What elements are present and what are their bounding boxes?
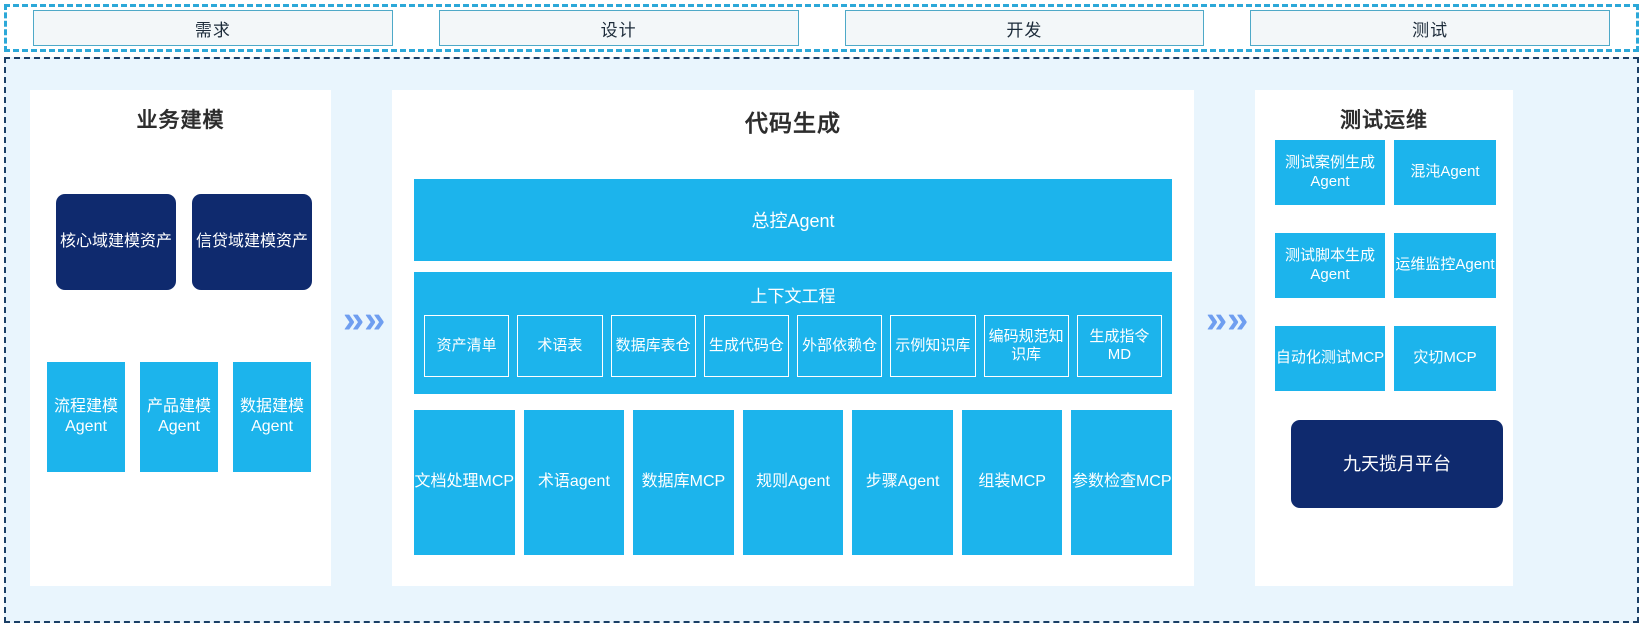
phase-label: 测试 xyxy=(1412,20,1449,40)
context-chip-external-dependency-repo[interactable]: 外部依赖仓 xyxy=(797,315,883,377)
phase-label: 设计 xyxy=(600,20,637,40)
tile-test-case-generation-agent[interactable]: 测试案例生成Agent xyxy=(1275,140,1385,205)
tile-ops-monitoring-agent[interactable]: 运维监控Agent xyxy=(1394,233,1496,298)
chip-label: 编码规范知识库 xyxy=(988,328,1064,363)
tile-label: 自动化测试MCP xyxy=(1275,349,1385,367)
architecture-frame: 业务建模 核心域建模资产 信贷域建模资产 流程建模Agent 产品建模Agent… xyxy=(4,57,1639,623)
tool-box-glossary-agent[interactable]: 术语agent xyxy=(523,410,625,555)
tile-label: 混沌Agent xyxy=(1410,163,1480,181)
bar-label: 总控Agent xyxy=(751,211,835,231)
tile-label: 核心域建模资产 xyxy=(59,233,172,250)
chevron-right-icon-1: »» xyxy=(343,299,386,341)
tile-process-modeling-agent[interactable]: 流程建模Agent xyxy=(47,362,125,472)
tile-label: 测试脚本生成Agent xyxy=(1284,246,1375,283)
context-chip-glossary[interactable]: 术语表 xyxy=(517,315,603,377)
context-chip-example-knowledge-base[interactable]: 示例知识库 xyxy=(890,315,976,377)
bar-master-agent[interactable]: 总控Agent xyxy=(414,179,1172,261)
tile-chaos-agent[interactable]: 混沌Agent xyxy=(1394,140,1496,205)
section-title-context-engineering: 上下文工程 xyxy=(750,287,836,306)
context-chip-asset-list[interactable]: 资产清单 xyxy=(424,315,510,377)
tool-label: 参数检查MCP xyxy=(1071,473,1172,491)
context-chip-generated-code-repo[interactable]: 生成代码仓 xyxy=(703,315,789,377)
context-chip-coding-standard-knowledge-base[interactable]: 编码规范知识库 xyxy=(983,315,1069,377)
tile-automated-test-mcp[interactable]: 自动化测试MCP xyxy=(1275,326,1385,391)
context-chip-generation-instruction-md[interactable]: 生成指令MD xyxy=(1076,315,1162,377)
section-context-engineering: 上下文工程 资产清单 术语表 数据库表仓 生成代码仓 外部依赖仓 xyxy=(414,272,1172,394)
chip-label: 生成指令MD xyxy=(1089,328,1150,363)
panel-title-test-operations: 测试运维 xyxy=(1340,109,1428,132)
tool-label: 规则Agent xyxy=(756,473,830,491)
tool-box-database-mcp[interactable]: 数据库MCP xyxy=(633,410,734,555)
tool-label: 组装MCP xyxy=(978,473,1046,491)
tile-label: 数据建模Agent xyxy=(239,398,304,435)
panel-test-operations: 测试运维 测试案例生成Agent 混沌Agent 测试脚本生成Agent 运维监… xyxy=(1255,90,1513,586)
context-chip-list: 资产清单 术语表 数据库表仓 生成代码仓 外部依赖仓 示例知 xyxy=(424,315,1162,377)
phase-label: 需求 xyxy=(194,20,231,40)
tool-label: 术语agent xyxy=(537,473,610,491)
tile-credit-domain-asset[interactable]: 信贷域建模资产 xyxy=(192,194,312,290)
tile-label: 信贷域建模资产 xyxy=(195,233,308,250)
tile-test-script-generation-agent[interactable]: 测试脚本生成Agent xyxy=(1275,233,1385,298)
tile-label: 运维监控Agent xyxy=(1395,256,1495,274)
tile-data-modeling-agent[interactable]: 数据建模Agent xyxy=(233,362,311,472)
context-chip-db-table-repo[interactable]: 数据库表仓 xyxy=(610,315,696,377)
chip-label: 术语表 xyxy=(537,337,583,354)
tool-box-list: 文档处理MCP 术语agent 数据库MCP 规则Agent 步骤Agent 组… xyxy=(414,410,1173,555)
phase-strip: 需求 设计 开发 测试 xyxy=(4,4,1639,52)
phase-box-development[interactable]: 开发 xyxy=(844,10,1205,46)
tool-box-rule-agent[interactable]: 规则Agent xyxy=(742,410,844,555)
panel-title-business-modeling: 业务建模 xyxy=(136,109,225,132)
phase-box-requirements[interactable]: 需求 xyxy=(33,10,393,46)
tile-core-domain-asset[interactable]: 核心域建模资产 xyxy=(56,194,176,290)
tool-box-document-processing-mcp[interactable]: 文档处理MCP xyxy=(414,410,515,555)
tile-label: 测试案例生成Agent xyxy=(1284,153,1375,190)
tool-box-step-agent[interactable]: 步骤Agent xyxy=(852,410,953,555)
chip-label: 外部依赖仓 xyxy=(802,337,878,354)
tool-label: 步骤Agent xyxy=(865,473,940,491)
panel-code-generation: 代码生成 总控Agent 上下文工程 资产清单 术语表 数据库表仓 xyxy=(392,90,1194,586)
tool-box-assembly-mcp[interactable]: 组装MCP xyxy=(961,410,1063,555)
tile-label: 灾切MCP xyxy=(1413,349,1477,367)
panel-business-modeling: 业务建模 核心域建模资产 信贷域建模资产 流程建模Agent 产品建模Agent… xyxy=(30,90,331,586)
chevron-right-icon-2: »» xyxy=(1206,299,1249,341)
tile-label: 产品建模Agent xyxy=(146,398,211,435)
chip-label: 生成代码仓 xyxy=(708,337,784,354)
tool-box-parameter-check-mcp[interactable]: 参数检查MCP xyxy=(1071,410,1173,555)
phase-box-design[interactable]: 设计 xyxy=(438,10,799,46)
tile-product-modeling-agent[interactable]: 产品建模Agent xyxy=(140,362,218,472)
chip-label: 资产清单 xyxy=(436,337,497,354)
chip-label: 示例知识库 xyxy=(895,337,971,354)
phase-box-testing[interactable]: 测试 xyxy=(1250,10,1610,46)
chip-label: 数据库表仓 xyxy=(615,337,691,354)
phase-label: 开发 xyxy=(1006,20,1043,40)
tool-label: 数据库MCP xyxy=(641,473,726,491)
tile-label: 流程建模Agent xyxy=(53,398,118,435)
tile-label: 九天揽月平台 xyxy=(1343,453,1451,474)
tile-disaster-switch-mcp[interactable]: 灾切MCP xyxy=(1394,326,1496,391)
tool-label: 文档处理MCP xyxy=(414,473,515,491)
panel-title-code-generation: 代码生成 xyxy=(745,110,841,136)
tile-jiutian-lanyue-platform[interactable]: 九天揽月平台 xyxy=(1291,420,1503,508)
